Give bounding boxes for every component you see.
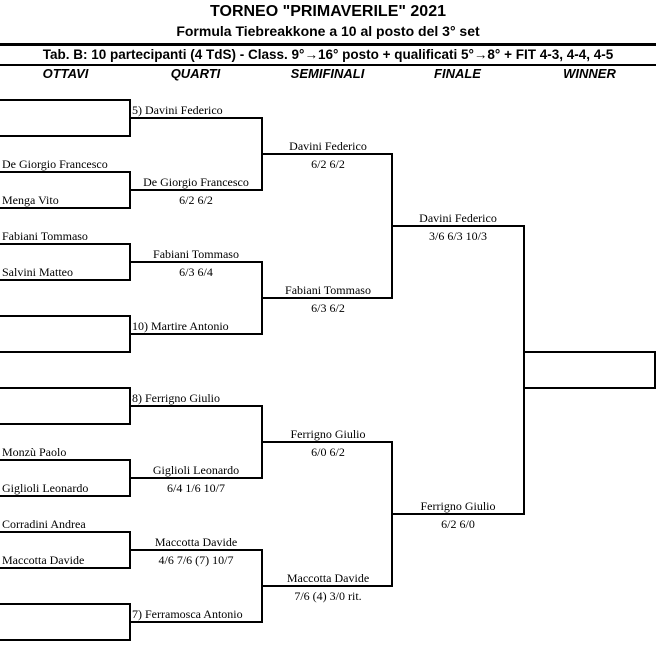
semifinal-winner-name: Davini Federico	[289, 139, 367, 153]
column-header-ottavi: OTTAVI	[42, 66, 89, 81]
quarti-winner-name: Giglioli Leonardo	[152, 463, 240, 477]
ottavi-player-name: Corradini Andrea	[2, 517, 86, 531]
bracket-line	[0, 495, 130, 497]
quarti-match-score: 6/2 6/2	[179, 193, 213, 207]
quarti-winner-name: De Giorgio Francesco	[143, 175, 249, 189]
column-header-semifinali: SEMIFINALI	[290, 66, 365, 81]
tournament-title: TORNEO "PRIMAVERILE" 2021	[210, 3, 446, 20]
quarti-seeded-player: 5) Davini Federico	[132, 103, 223, 117]
bracket-line	[0, 99, 130, 101]
bracket-line	[0, 315, 130, 317]
final-winner-name: Ferrigno Giulio	[420, 499, 496, 513]
ottavi-player-name: De Giorgio Francesco	[2, 157, 108, 171]
bracket-line	[130, 333, 262, 335]
bracket-line	[0, 603, 130, 605]
semifinal-winner-name: Fabiani Tommaso	[285, 283, 371, 297]
final-match-score: 6/2 6/0	[441, 517, 475, 531]
tournament-subtitle: Formula Tiebreakkone a 10 al posto del 3…	[176, 23, 480, 39]
bracket-line	[0, 351, 130, 353]
bracket-line	[262, 297, 392, 299]
bracket-line	[0, 531, 130, 533]
bracket-line	[262, 153, 392, 155]
column-header-quarti: QUARTI	[170, 66, 221, 81]
bracket-line	[0, 243, 130, 245]
semifinal-match-score: 7/6 (4) 3/0 rit.	[294, 589, 362, 603]
semifinal-winner-name: Ferrigno Giulio	[290, 427, 366, 441]
ottavi-player-name: Maccotta Davide	[2, 553, 85, 567]
bracket-line	[130, 621, 262, 623]
semifinal-match-score: 6/3 6/2	[311, 301, 345, 315]
bracket-line	[0, 639, 130, 641]
bracket-line	[130, 477, 262, 479]
semifinal-winner-name: Maccotta Davide	[286, 571, 370, 585]
ottavi-player-name: Salvini Matteo	[2, 265, 73, 279]
quarti-seeded-player: 8) Ferrigno Giulio	[132, 391, 220, 405]
ottavi-player-name: Giglioli Leonardo	[2, 481, 89, 495]
quarti-match-score: 6/3 6/4	[179, 265, 213, 279]
bracket-line	[0, 459, 130, 461]
bracket-line	[262, 441, 392, 443]
quarti-match-score: 4/6 7/6 (7) 10/7	[158, 553, 234, 567]
quarti-match-score: 6/4 1/6 10/7	[166, 481, 225, 495]
bracket-line	[0, 387, 130, 389]
bracket-line	[130, 189, 262, 191]
bracket-line	[0, 171, 130, 173]
bracket-connector	[523, 225, 525, 515]
ottavi-player-name: Menga Vito	[2, 193, 59, 207]
quarti-seeded-player: 7) Ferramosca Antonio	[132, 607, 243, 621]
bracket-line	[130, 261, 262, 263]
bracket-line	[524, 351, 656, 353]
final-match-score: 3/6 6/3 10/3	[428, 229, 487, 243]
bracket-line	[392, 225, 524, 227]
semifinal-match-score: 6/0 6/2	[311, 445, 345, 459]
quarti-winner-name: Fabiani Tommaso	[153, 247, 239, 261]
bracket-line	[0, 423, 130, 425]
column-header-winner: WINNER	[563, 66, 616, 81]
bracket-line	[130, 117, 262, 119]
bracket-connector	[654, 351, 656, 389]
bracket-line	[262, 585, 392, 587]
final-winner-name: Davini Federico	[419, 211, 497, 225]
column-header-finale: FINALE	[434, 66, 481, 81]
bracket-line	[0, 279, 130, 281]
table-info: Tab. B: 10 partecipanti (4 TdS) - Class.…	[42, 47, 614, 62]
info-divider	[0, 64, 656, 66]
semifinal-match-score: 6/2 6/2	[311, 157, 345, 171]
header-divider	[0, 43, 656, 46]
ottavi-player-name: Monzù Paolo	[2, 445, 67, 459]
bracket-line	[130, 549, 262, 551]
bracket-line	[0, 135, 130, 137]
bracket-line	[0, 567, 130, 569]
bracket-line	[392, 513, 524, 515]
quarti-winner-name: Maccotta Davide	[154, 535, 238, 549]
ottavi-player-name: Fabiani Tommaso	[2, 229, 88, 243]
bracket-line	[0, 207, 130, 209]
bracket-line	[524, 387, 656, 389]
quarti-seeded-player: 10) Martire Antonio	[132, 319, 229, 333]
bracket-line	[130, 405, 262, 407]
